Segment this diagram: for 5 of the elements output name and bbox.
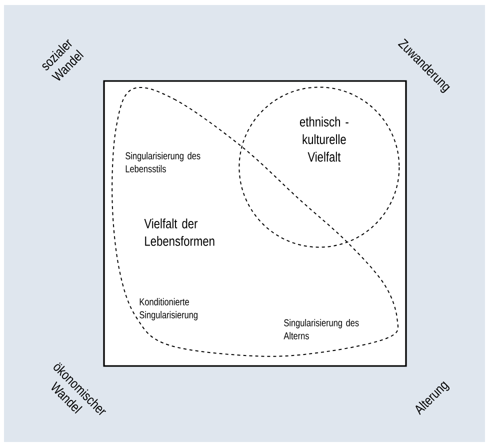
- text-label: Singularisierung des Lebensstils: [126, 152, 200, 172]
- text-label: Singularisierung des Alterns: [284, 319, 359, 340]
- text-label: ethnisch - kulturelle Vielfalt: [300, 116, 348, 162]
- text-label: Konditionierte Singularisierung: [140, 298, 198, 320]
- text-label: Vielfalt der Lebensformen: [144, 218, 214, 246]
